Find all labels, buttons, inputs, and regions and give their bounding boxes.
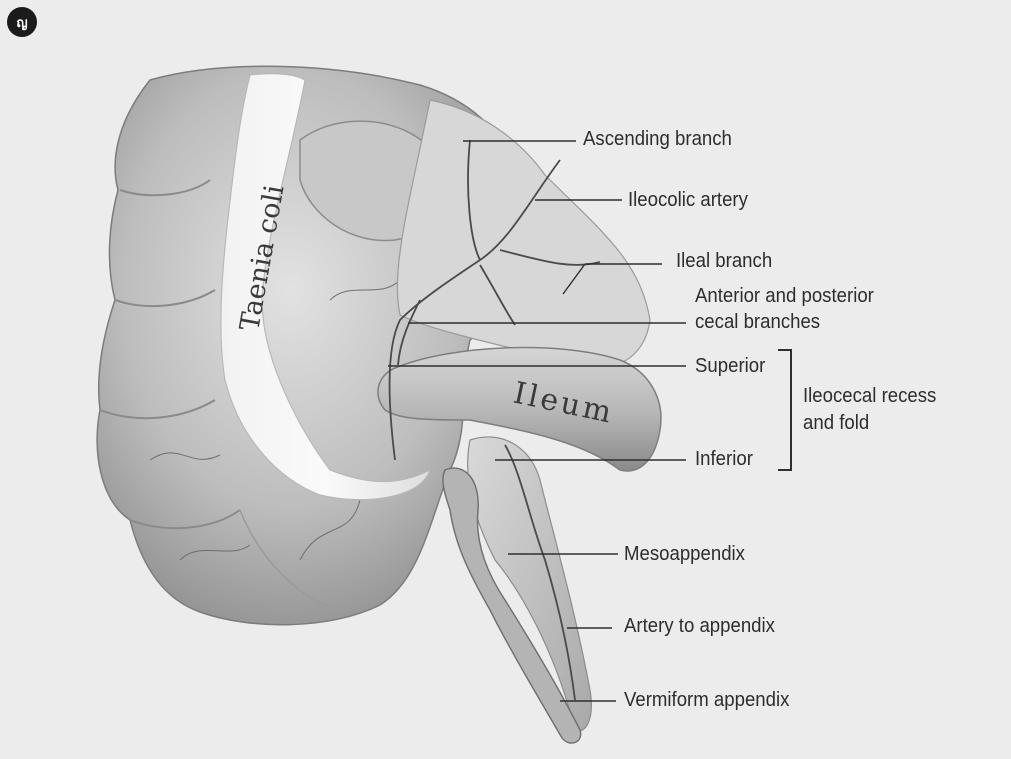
label-artery-to-appendix: Artery to appendix <box>624 615 775 637</box>
label-ileocecal-recess: Ileocecal recess <box>803 385 937 407</box>
vermiform-appendix <box>442 467 582 744</box>
label-ileal-branch: Ileal branch <box>676 250 773 272</box>
ileocecal-bracket <box>778 349 792 471</box>
mesoappendix <box>467 436 592 732</box>
leader-lines <box>388 140 686 702</box>
ileocolic-artery-vessels <box>388 139 601 701</box>
label-inferior: Inferior <box>695 448 753 470</box>
label-vermiform-appendix: Vermiform appendix <box>624 689 790 711</box>
label-ileocolic-artery: Ileocolic artery <box>628 189 748 211</box>
label-ascending-branch: Ascending branch <box>583 128 732 150</box>
label-mesoappendix: Mesoappendix <box>624 543 745 565</box>
taenia-coli-band <box>220 73 432 501</box>
label-and-fold: and fold <box>803 412 870 434</box>
figure-number-badge: ญ <box>7 7 37 37</box>
label-superior: Superior <box>695 355 766 377</box>
ileum <box>377 346 662 472</box>
label-anterior-posterior: Anterior and posterior <box>695 285 874 307</box>
label-cecal-branches: cecal branches <box>695 311 821 333</box>
leader-ileal-branch <box>562 263 586 295</box>
